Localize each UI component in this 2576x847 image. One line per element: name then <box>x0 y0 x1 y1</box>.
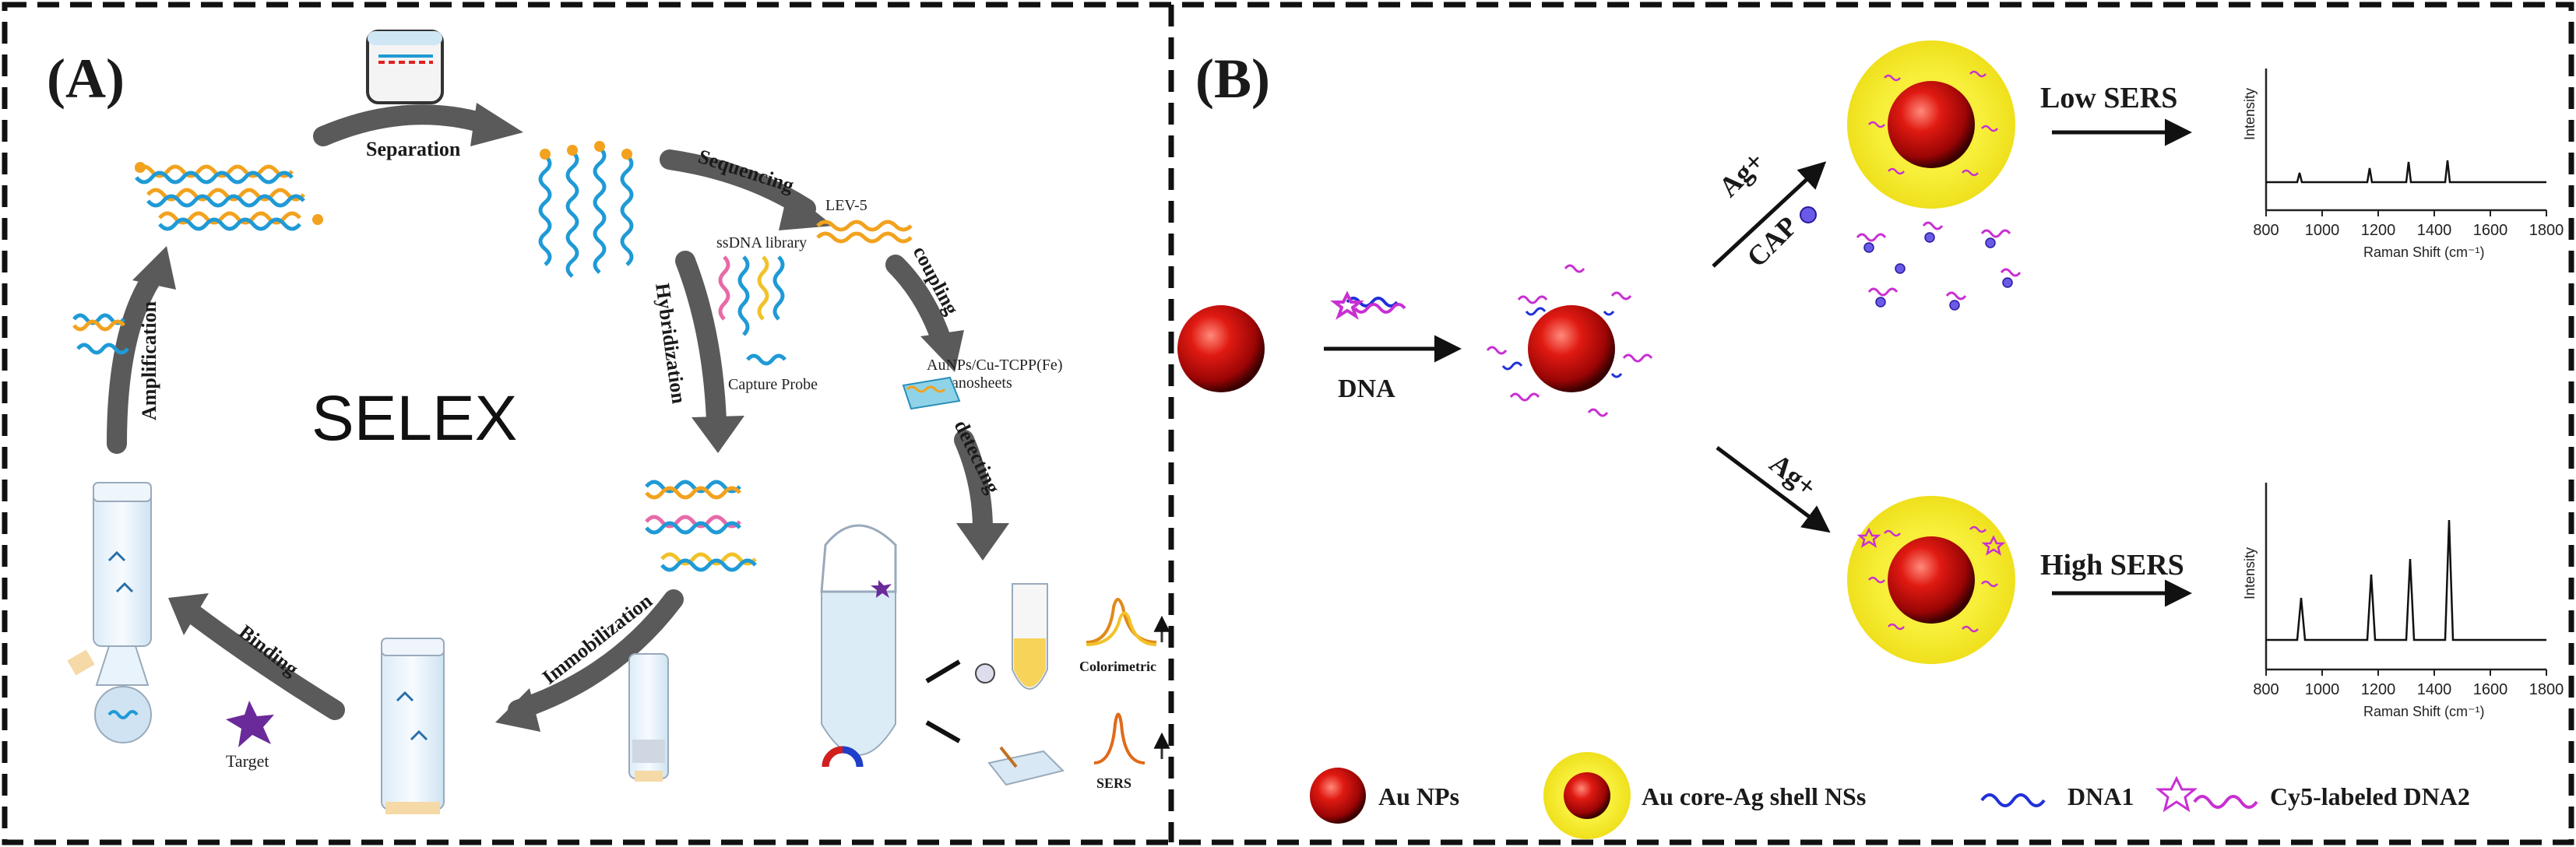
binding-arrow <box>185 605 345 720</box>
separation-arrow <box>313 104 493 146</box>
colorimetric-spectrum-icon <box>1086 598 1157 646</box>
core-shell-upper <box>1847 40 2015 209</box>
tick-label: 1200 <box>2361 222 2396 239</box>
coupling-arrow <box>885 255 952 353</box>
dna-probe-icon <box>1330 290 1406 320</box>
amplified-strands-icon <box>72 313 129 355</box>
sers-spectrum-icon <box>1093 712 1145 764</box>
spectrum-top-trace <box>2266 160 2546 184</box>
binding-arrowhead <box>168 593 209 635</box>
immobilization-arrow <box>508 589 684 720</box>
selection-column-middle <box>381 638 445 814</box>
capture-probe-icon <box>746 353 787 366</box>
upper-branch-arrow <box>1712 161 1827 268</box>
split-line-bottom <box>925 720 961 743</box>
upper-reagent-cap: CAP <box>1740 210 1804 273</box>
legend-dna2-icon <box>2155 775 2258 813</box>
tick-label: 1600 <box>2473 222 2508 239</box>
panel-a-label: (A) <box>47 47 125 110</box>
immobilization-arrowhead <box>495 688 540 732</box>
sers-label-a: SERS <box>1096 775 1131 791</box>
spectrum-bottom-ylabel: Intensity <box>2242 547 2258 599</box>
spectrum-bottom: 800 1000 1200 1400 1600 1800 Intensity Raman … <box>2242 483 2564 719</box>
detection-tube <box>820 524 897 768</box>
sequencing-arrowhead <box>779 190 833 230</box>
tick-label: 1200 <box>2361 681 2396 698</box>
spectrum-bottom-trace <box>2266 519 2546 641</box>
lower-reagent-ag: Ag+ <box>1764 448 1822 503</box>
hybridized-duplexes-icon <box>645 480 757 572</box>
dsdna-pool-icon <box>135 164 305 231</box>
hybridization-arrowhead <box>692 416 744 453</box>
colorimetric-tube <box>975 583 1048 690</box>
hybridization-arrow <box>675 251 727 431</box>
detecting-arrow <box>954 430 993 539</box>
spectrum-top: 800 1000 1200 1400 1600 1800 Intensity Raman … <box>2242 69 2564 260</box>
legend-au-nps: Au NPs <box>1378 782 1459 810</box>
panel-b-label: (B) <box>1195 47 1270 110</box>
spectrum-bottom-xlabel: Raman Shift (cm⁻¹) <box>2363 704 2485 719</box>
tick-label: 1800 <box>2529 681 2564 698</box>
legend-core-shell: Au core-Ag shell NSs <box>1642 782 1866 810</box>
lev5-label: LEV-5 <box>825 197 867 214</box>
lower-branch-arrow <box>1716 446 1831 533</box>
high-sers-label: High SERS <box>2040 549 2184 582</box>
bare-au-np <box>1177 305 1265 392</box>
target-icon <box>226 701 274 747</box>
target-label: Target <box>226 751 269 771</box>
tick-label: 1000 <box>2305 681 2340 698</box>
sers-substrate <box>987 746 1065 786</box>
legend-dna1: DNA1 <box>2067 782 2134 810</box>
tick-label: 1800 <box>2529 222 2564 239</box>
spectrum-top-xlabel: Raman Shift (cm⁻¹) <box>2363 244 2485 260</box>
selection-column-left <box>67 482 152 743</box>
nanosheets-icon <box>902 376 961 410</box>
legend: Au NPs Au core-Ag shell NSs DNA1 Cy5-lab… <box>1310 752 2470 839</box>
panel-a: (A) SELEX <box>47 30 1170 814</box>
upper-reagent-ag: Ag+ <box>1712 146 1770 203</box>
separation-label: Separation <box>366 138 461 160</box>
tick-label: 1400 <box>2417 222 2452 239</box>
core-shell-lower <box>1847 496 2015 664</box>
spectrum-top-ylabel: Intensity <box>2242 88 2258 140</box>
amplification-arrow <box>107 262 166 454</box>
low-sers-label: Low SERS <box>2040 82 2177 114</box>
colorimetric-label: Colorimetric <box>1079 659 1156 674</box>
dna-functionalized-np <box>1486 264 1653 417</box>
ssdna-library-label: ssDNA library <box>716 234 807 251</box>
legend-dna1-icon <box>1980 793 2046 807</box>
small-column <box>628 653 669 782</box>
separation-arrowhead <box>470 103 523 146</box>
legend-au-np-icon <box>1310 768 1366 824</box>
hybridization-label: Hybridization <box>651 282 691 406</box>
nanosheets-label-2: nanosheets <box>944 374 1012 392</box>
tick-label: 1000 <box>2305 222 2340 239</box>
detecting-arrowhead <box>956 523 1009 561</box>
dna-arrow-label: DNA <box>1338 374 1395 403</box>
coupling-arrowhead <box>920 330 964 372</box>
tick-label: 1600 <box>2473 681 2508 698</box>
tick-label: 800 <box>2253 222 2279 239</box>
selex-title: SELEX <box>311 383 517 454</box>
nanosheets-label-1: AuNPs/Cu-TCPP(Fe) <box>927 357 1062 374</box>
capture-probe-label: Capture Probe <box>728 376 818 393</box>
amplification-arrowhead <box>132 246 176 290</box>
ssdna-strands-icon <box>538 146 634 278</box>
tick-label: 800 <box>2253 681 2279 698</box>
ssdna-library-icon <box>718 255 785 336</box>
panel-b: (B) DNA <box>1177 40 2564 839</box>
gel-icon <box>366 30 444 104</box>
amplification-label: Amplification <box>138 300 160 420</box>
cap-molecule-icon <box>1800 206 1817 223</box>
lev5-strand <box>816 220 913 244</box>
released-dna-cap-complexes <box>1856 221 2022 300</box>
tick-label: 1400 <box>2417 681 2452 698</box>
split-line-top <box>925 659 961 684</box>
legend-dna2: Cy5-labeled DNA2 <box>2270 782 2470 810</box>
